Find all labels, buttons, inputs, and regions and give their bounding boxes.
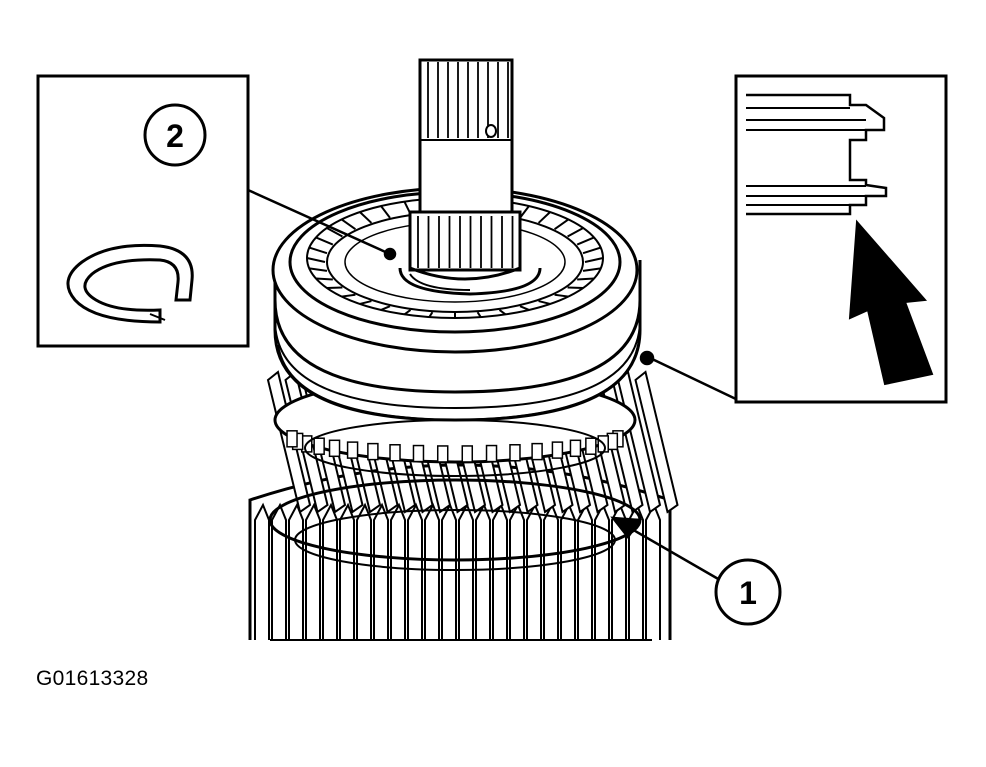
shaft-oil-hole (485, 124, 497, 138)
hub-teeth (306, 198, 604, 318)
callout-1: 1 (714, 558, 782, 626)
shaft-collar-splines (417, 216, 514, 268)
direction-arrow-icon (848, 219, 934, 386)
callout-2-number: 2 (166, 118, 184, 154)
inset-groove-detail (734, 74, 948, 404)
output-shaft (408, 58, 522, 281)
snap-ring-installed (398, 267, 542, 296)
figure-id: G01613328 (36, 667, 149, 690)
shaft-splines (427, 62, 509, 138)
callout-2: 2 (143, 103, 207, 167)
inset-snap-ring-detail (36, 74, 250, 348)
callout-1-number: 1 (739, 575, 757, 611)
